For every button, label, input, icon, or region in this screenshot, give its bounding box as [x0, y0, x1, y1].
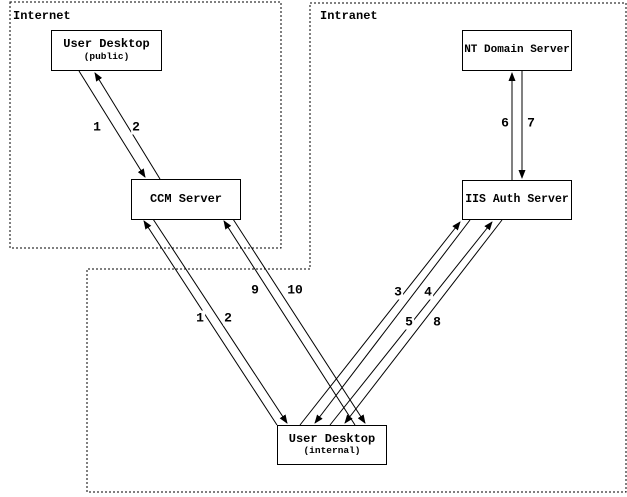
node-label: IIS Auth Server: [465, 193, 569, 207]
edge-line-4-iis-to-internal: [314, 219, 471, 424]
intranet-region-label: Intranet: [320, 9, 378, 23]
edge-label-2-internal: 2: [223, 310, 233, 326]
node-nt-domain-server: NT Domain Server: [462, 30, 572, 71]
node-user-desktop-public: User Desktop (public): [51, 30, 162, 71]
edge-label-1-public: 1: [92, 119, 102, 135]
node-label: User Desktop: [63, 37, 150, 52]
node-label: NT Domain Server: [464, 44, 570, 57]
edge-label-2-public: 2: [131, 119, 141, 135]
edge-line-8-iis-to-internal: [344, 219, 503, 424]
internet-region-label: Internet: [13, 9, 71, 23]
edge-line-9-internal-to-ccm: [223, 220, 356, 426]
intranet-region-border: [86, 2, 627, 493]
node-iis-auth-server: IIS Auth Server: [462, 180, 572, 220]
internet-region-border: [9, 1, 282, 249]
edge-label-6: 6: [500, 115, 510, 131]
node-user-desktop-internal: User Desktop (internal): [277, 425, 387, 465]
edge-label-1-internal: 1: [195, 310, 205, 326]
edge-line-10-ccm-to-internal: [232, 218, 366, 424]
edge-line-1-internal-to-ccm: [143, 220, 278, 426]
edge-line-3-internal-to-iis: [299, 221, 461, 426]
node-ccm-server: CCM Server: [131, 179, 241, 220]
edge-label-9: 9: [250, 282, 260, 298]
node-label: CCM Server: [149, 191, 222, 206]
edge-line-2-ccm-to-internal: [152, 218, 288, 424]
edge-label-10: 10: [286, 282, 304, 298]
node-sublabel: (internal): [303, 445, 361, 457]
node-label: User Desktop: [288, 431, 376, 446]
node-sublabel: (public): [83, 50, 130, 62]
edge-label-5: 5: [404, 314, 414, 330]
edge-label-4: 4: [423, 284, 433, 300]
edge-label-8: 8: [432, 314, 442, 330]
edge-line-2-ccm-to-public: [94, 72, 161, 180]
edge-label-7: 7: [526, 115, 536, 131]
edge-label-3: 3: [393, 284, 403, 300]
edge-line-1-public-to-ccm: [78, 70, 146, 178]
